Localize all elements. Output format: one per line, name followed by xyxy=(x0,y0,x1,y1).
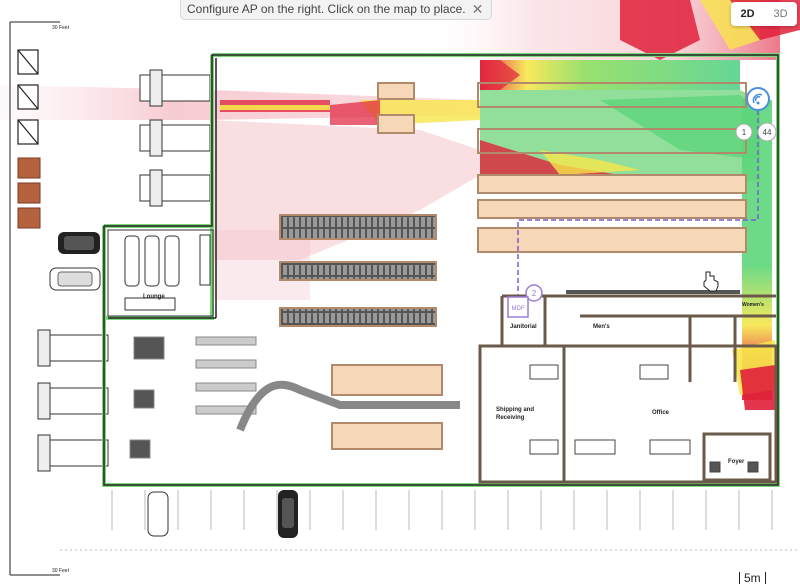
room-label-shipping-2: Receiving xyxy=(496,415,525,421)
room-label-foyer: Foyer xyxy=(728,459,745,465)
room-label-janitorial: Janitorial xyxy=(510,324,537,330)
ruler-top-label: 30 Feet xyxy=(52,25,70,31)
parking-lines xyxy=(60,490,800,551)
conveyor xyxy=(129,336,460,459)
office-furniture xyxy=(529,364,759,473)
view-2d-button[interactable]: 2D xyxy=(740,8,755,20)
trucks-left xyxy=(37,69,211,472)
instruction-banner: Configure AP on the right. Click on the … xyxy=(180,0,493,20)
svg-text:2: 2 xyxy=(532,289,537,298)
building-outline xyxy=(102,53,780,487)
ap-1-badge: 44 xyxy=(757,122,777,142)
view-toggle: 2D 3D xyxy=(731,2,797,26)
dock-doors xyxy=(17,49,39,145)
storage-racks xyxy=(279,82,747,450)
room-label-shipping-1: Shipping and xyxy=(496,407,534,413)
hand-cursor-icon xyxy=(703,271,719,292)
interior-walls xyxy=(478,290,778,484)
brick-stacks xyxy=(17,157,41,229)
lounge-room xyxy=(107,229,214,317)
ap-cable xyxy=(517,110,759,295)
mdf-tag: MDF xyxy=(512,306,525,312)
scale-bar: 5m xyxy=(739,572,766,584)
svg-text:1: 1 xyxy=(742,128,747,137)
ruler-bottom-label: 30 Feet xyxy=(52,568,70,574)
banner-message: Configure AP on the right. Click on the … xyxy=(187,2,466,16)
svg-text:44: 44 xyxy=(763,128,772,137)
close-icon[interactable]: ✕ xyxy=(471,1,484,17)
view-3d-button[interactable]: 3D xyxy=(773,8,788,20)
ruler-left xyxy=(9,21,60,576)
ap-1-label: 1 xyxy=(735,123,753,141)
access-point-2[interactable]: 2 MDF xyxy=(507,284,543,318)
room-label-mens: Men's xyxy=(593,324,610,330)
room-label-womens: Women's xyxy=(742,302,764,308)
room-label-lounge: Lounge xyxy=(143,294,165,300)
room-label-office: Office xyxy=(652,410,670,416)
access-point-1[interactable] xyxy=(746,87,770,111)
cars xyxy=(49,232,298,538)
